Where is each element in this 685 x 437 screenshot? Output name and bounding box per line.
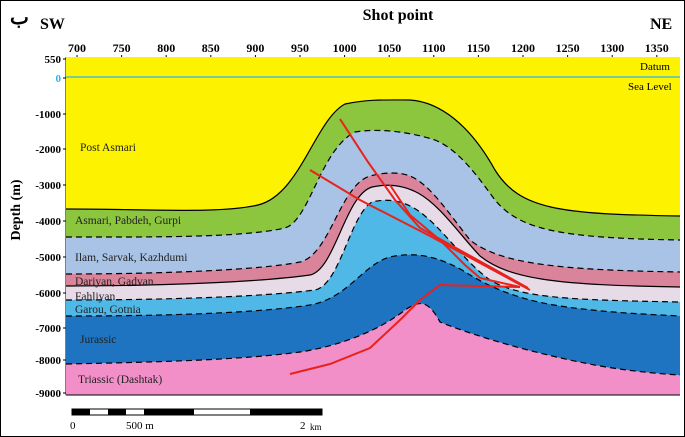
scale-unit: km (310, 422, 322, 432)
scale-bar-seg-1 (72, 409, 90, 415)
shot-point-label: 1150 (467, 41, 490, 55)
label-dariyan-gadvan: Dariyan, Gadvan (75, 276, 154, 288)
scale-bar-seg-3 (144, 409, 194, 415)
sea-level-label: Sea Level (628, 81, 672, 93)
label-triassic-dashtak: Triassic (Dashtak) (78, 374, 162, 386)
depth-tick-label: -5000 (35, 252, 61, 264)
layer-triassic-dashtak (66, 303, 680, 395)
contact-top-triassic (65, 303, 681, 376)
shot-point-label: 1000 (333, 41, 357, 55)
scale-zero: 0 (70, 420, 76, 432)
shot-point-label: 1250 (556, 41, 580, 55)
contact-top-ilam (65, 129, 681, 241)
label-asmari-pabdeh-gurpi: Asmari, Pabdeh, Gurpi (75, 215, 181, 227)
fault-1 (339, 118, 529, 289)
label-jurassic: Jurassic (80, 334, 116, 346)
depth-tick-label: -3000 (35, 180, 61, 192)
scale-bar-seg-4 (250, 409, 322, 415)
depth-tick-label: -2000 (35, 144, 61, 156)
corner-mark: ب (10, 7, 29, 29)
scale-end: 2 (300, 420, 306, 432)
depth-tick-label: -4000 (35, 216, 61, 228)
shot-point-label: 1100 (422, 41, 445, 55)
shot-point-label: 1350 (645, 41, 669, 55)
shot-point-axis: 700 750 800 850 900 950 1000 1050 1100 1150 1200 12… (68, 41, 669, 59)
shot-point-label: 900 (246, 41, 264, 55)
datum-label: Datum (640, 61, 670, 73)
scale-bar-seg-2 (108, 409, 126, 415)
depth-tick-label: -9000 (35, 388, 61, 400)
depth-tick-label: -8000 (35, 355, 61, 367)
shot-point-title: Shot point (363, 7, 434, 24)
shot-point-label: 700 (68, 41, 86, 55)
shot-point-label: 800 (157, 41, 175, 55)
shot-point-label: 1200 (511, 41, 535, 55)
section-body: Datum Sea Level Post Asmari Asmari, Pabd… (65, 57, 681, 396)
shot-point-label: 850 (202, 41, 220, 55)
scale-bar: 0 500 m 2 km (70, 408, 323, 432)
shot-point-label: 750 (113, 41, 131, 55)
label-post-asmari: Post Asmari (80, 142, 136, 154)
shot-point-label: 1050 (377, 41, 401, 55)
label-fahliyan: Fahliyan (75, 291, 115, 303)
depth-tick-label: 0 (56, 73, 62, 85)
fault-3 (389, 184, 521, 288)
faults (289, 118, 531, 375)
depth-tick-label: -6000 (35, 288, 61, 300)
contact-top-asmari (65, 99, 681, 217)
contact-top-fahliyan (65, 184, 681, 288)
fault-4 (289, 283, 521, 375)
label-ilam-sarvak-kazhdumi: Ilam, Sarvak, Kazhdumi (75, 252, 187, 264)
depth-tick-label: -7000 (35, 323, 61, 335)
fault-2 (309, 169, 531, 291)
ne-label: NE (650, 16, 672, 33)
contact-top-garou (65, 199, 681, 303)
depth-axis-label: Depth (m) (9, 179, 24, 240)
shot-point-label: 950 (291, 41, 309, 55)
depth-tick-label: 550 (45, 54, 62, 66)
scale-mid: 500 m (126, 420, 154, 432)
formation-labels: Post Asmari Asmari, Pabdeh, Gurpi Ilam, … (75, 142, 187, 386)
depth-tick-label: -1000 (35, 109, 61, 121)
sw-label: SW (40, 16, 65, 33)
label-garou-gotnia: Garou, Gotnia (75, 304, 141, 316)
contact-top-dariyan (65, 172, 681, 275)
shot-point-label: 1300 (600, 41, 624, 55)
